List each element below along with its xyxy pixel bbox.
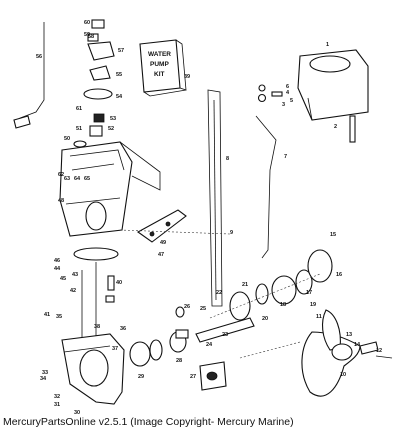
shift-shaft: [81, 262, 115, 340]
part-number: 46: [54, 258, 60, 264]
trim-tab: [136, 209, 187, 243]
part-number: 56: [36, 54, 42, 60]
part-number: 4: [286, 90, 290, 96]
part-number: 21: [242, 282, 248, 288]
kit-label-line-1: WATER: [148, 51, 171, 58]
part-number: 65: [84, 176, 90, 182]
part-number: 33: [42, 370, 48, 376]
part-number: 41: [44, 312, 50, 318]
part-number: 28: [176, 358, 182, 364]
part-number: 12: [376, 348, 382, 354]
gear-train: [129, 306, 189, 367]
part-number: 62: [58, 172, 64, 178]
part-number: 63: [64, 176, 70, 182]
part-number: 39: [184, 74, 190, 80]
part-number: 15: [330, 232, 336, 238]
part-number: 18: [280, 302, 286, 308]
part-number: 44: [54, 266, 61, 272]
shift-rod: [13, 22, 45, 129]
alignment-line: [239, 341, 301, 359]
part-number: 57: [118, 48, 124, 54]
part-number: 1: [326, 42, 329, 48]
part-number: 34: [40, 376, 47, 382]
part-number: 38: [94, 324, 100, 330]
part-number: 60: [84, 20, 90, 26]
part-number: 19: [310, 302, 316, 308]
part-number: 5: [290, 98, 293, 104]
part-number: 10: [340, 372, 346, 378]
part-number: 22: [216, 290, 222, 296]
part-number: 52: [108, 126, 114, 132]
parts-box: [199, 361, 227, 391]
part-number: 55: [116, 72, 122, 78]
gear-housing: [59, 141, 161, 237]
part-number: 23: [222, 332, 228, 338]
part-number: 47: [158, 252, 164, 258]
part-number: 42: [70, 288, 76, 294]
part-number: 59: [84, 32, 90, 38]
lower-gear-case: [61, 333, 125, 405]
part-number: 24: [206, 342, 213, 348]
exploded-parts-diagram: WATER PUMP KIT: [13, 19, 393, 416]
part-number: 6: [286, 84, 289, 90]
part-number: 8: [226, 156, 229, 162]
part-number: 3: [282, 102, 285, 108]
image-caption: MercuryPartsOnline v2.5.1 (Image Copyrig…: [3, 416, 294, 428]
part-number: 16: [336, 272, 342, 278]
part-number: 35: [56, 314, 62, 320]
part-number: 29: [138, 374, 144, 380]
part-number: 30: [74, 410, 80, 416]
part-number: 50: [64, 136, 70, 142]
part-number: 9: [230, 230, 233, 236]
part-number: 49: [160, 240, 166, 246]
part-number: 48: [58, 198, 64, 204]
part-number: 64: [74, 176, 81, 182]
water-pump-kit-box: WATER PUMP KIT: [139, 39, 187, 97]
gasket: [73, 247, 119, 261]
part-number: 13: [346, 332, 352, 338]
part-number-labels: 1 2 3 4 5 6 7 8 9 10 11 12 13 14 15 16 1…: [36, 20, 382, 416]
part-number: 61: [76, 106, 82, 112]
part-number: 45: [60, 276, 66, 282]
part-number: 54: [116, 94, 123, 100]
exhaust-cover: [297, 49, 369, 121]
water-tube: [255, 115, 277, 259]
part-number: 37: [112, 346, 118, 352]
part-number: 36: [120, 326, 126, 332]
part-number: 32: [54, 394, 60, 400]
part-number: 17: [306, 290, 312, 296]
part-number: 2: [334, 124, 337, 130]
part-number: 20: [262, 316, 268, 322]
part-number: 43: [72, 272, 78, 278]
part-number: 31: [54, 402, 60, 408]
part-number: 58: [88, 34, 94, 40]
part-number: 27: [190, 374, 196, 380]
part-number: 14: [354, 342, 361, 348]
part-number: 53: [110, 116, 116, 122]
part-number: 11: [316, 314, 322, 320]
kit-label-line-3: KIT: [154, 71, 165, 78]
water-pump-stack: [73, 19, 115, 148]
drive-shaft: [207, 89, 223, 307]
exhaust-hardware: [257, 84, 356, 143]
kit-label-line-2: PUMP: [150, 61, 169, 68]
part-number: 40: [116, 280, 122, 286]
propeller: [301, 309, 393, 397]
part-number: 26: [184, 304, 190, 310]
part-number: 25: [200, 306, 206, 312]
part-number: 7: [284, 154, 287, 160]
part-number: 51: [76, 126, 82, 132]
